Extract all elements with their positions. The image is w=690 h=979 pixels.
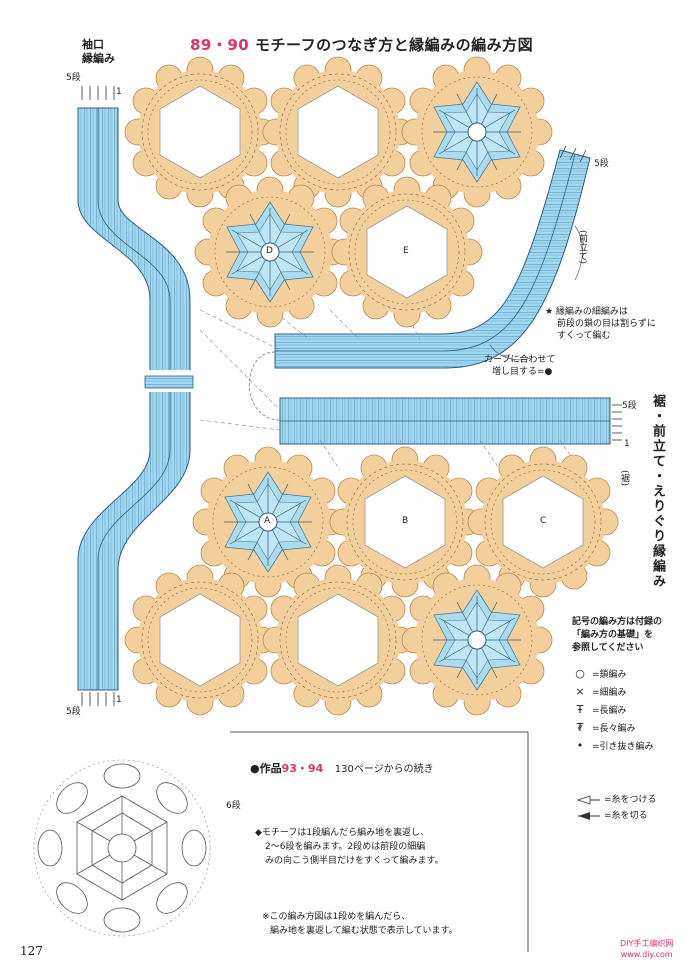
work-title-rest: 130ページからの続き — [334, 764, 434, 775]
thread-symbols — [576, 795, 600, 820]
hem-band — [248, 351, 611, 445]
watermark-line2: www.diy.com — [620, 950, 673, 959]
motif-note: ◆モチーフは1段編んだら編み地を裏返し、 2～6段を編みます。2段めは前段の細編… — [255, 826, 444, 868]
small-note: ※この編み方図は1段めを編んだら、 編み地を裏返して編む状態で表示しています。 — [262, 910, 458, 938]
motif-note-line1: ◆モチーフは1段編んだら編み地を裏返し、 — [255, 828, 430, 838]
small-note-line2: 編み地を裏返して編む状態で表示しています。 — [270, 926, 458, 936]
note-star-line1: ★ 縁編みの細編みは — [545, 307, 628, 317]
legend-thread-cut: =糸を切る — [604, 811, 648, 821]
motif-row-bottom — [124, 564, 553, 716]
work-title-numbers: 93・94 — [281, 762, 324, 775]
legend-item-chain: ○ =鎖編み — [572, 664, 654, 682]
legend-label-slip: =引き抜き編み — [592, 741, 654, 752]
motif-note-line3: みの向こう側半目だけをすくって編みます。 — [265, 856, 444, 866]
page-number: 127 — [20, 944, 43, 958]
slip-stitch-icon: • — [576, 738, 584, 752]
row-mark-right: 5段 — [622, 401, 637, 411]
watermark: DIY手工编织网 www.diy.com — [620, 938, 673, 960]
diagram-title: 89・90 モチーフのつなぎ方と縁編みの編み方図 — [190, 34, 533, 55]
title-text: モチーフのつなぎ方と縁編みの編み方図 — [254, 36, 534, 54]
legend-label-single: =細編み — [592, 687, 627, 698]
note-curve: カーブに合わせて 増し目する=● — [484, 354, 555, 378]
row-mark-bottom-left-1: 1 — [116, 695, 122, 705]
legend-label-treble: =長々編み — [592, 723, 636, 734]
legend-intro: 記号の編み方は付録の 「編み方の基礎」を 参照してください — [572, 616, 662, 655]
single-crochet-icon: × — [575, 684, 585, 698]
legend-item-treble: ₮ =長々編み — [572, 718, 654, 736]
motif-note-line2: 2～6段を編みます。2段めは前段の細編 — [265, 842, 426, 852]
legend-item-slip: • =引き抜き編み — [572, 736, 654, 754]
motif-label-e: E — [403, 246, 409, 256]
row-mark-top-left-1: 1 — [116, 87, 122, 97]
sleeve-label-line2: 縁編み — [82, 52, 115, 65]
legend-thread-on: =糸をつける — [604, 795, 657, 805]
watermark-line1: DIY手工编织网 — [620, 939, 674, 948]
legend-item-double: Ŧ =長編み — [572, 700, 654, 718]
sleeve-label: 袖口 縁編み — [82, 38, 115, 66]
small-motif-row-mark: 6段 — [226, 801, 241, 811]
legend-label-chain: =鎖編み — [592, 669, 627, 680]
row-mark-top-right: 5段 — [594, 159, 609, 169]
row-arrows — [81, 86, 622, 706]
hem-small-label: (裾) — [619, 470, 629, 487]
legend-item-single: × =細編み — [572, 682, 654, 700]
note-curve-line2: 増し目する=● — [492, 367, 553, 377]
small-note-line1: ※この編み方図は1段めを編んだら、 — [262, 912, 411, 922]
work-title-bullet: ●作品 — [250, 762, 282, 775]
row-mark-right-1: 1 — [624, 439, 630, 449]
motif-label-c: C — [540, 516, 547, 526]
small-motif-diagram — [33, 759, 211, 937]
sleeve-band — [77, 107, 194, 691]
legend-intro-line2: 「編み方の基礎」を — [572, 630, 654, 640]
note-curve-line1: カーブに合わせて — [484, 355, 556, 365]
treble-crochet-icon: ₮ — [576, 720, 584, 734]
row-mark-bottom-left: 5段 — [66, 707, 81, 717]
front-small-label: (前立て) — [577, 230, 587, 265]
front-band-upper — [274, 149, 591, 369]
row-mark-top-left: 5段 — [66, 73, 81, 83]
note-star: ★ 縁編みの細編みは 前段の鎖の目は割らずに すくって編む — [545, 306, 656, 342]
edging-vertical-label: 裾・前立て・えりぐり縁編み — [650, 394, 665, 589]
sleeve-label-line1: 袖口 — [82, 38, 104, 51]
motif-label-d: D — [266, 246, 273, 256]
legend-intro-line1: 記号の編み方は付録の — [572, 617, 663, 627]
motif-label-b: B — [402, 516, 409, 526]
motif-label-a: A — [264, 516, 271, 526]
legend-intro-line3: 参照してください — [572, 643, 644, 653]
legend-label-double: =長編み — [592, 705, 627, 716]
motif-row-top — [124, 56, 553, 208]
note-star-line2: 前段の鎖の目は割らずに — [557, 319, 656, 329]
work-title: ●作品93・94 130ページからの続き — [250, 760, 434, 776]
chain-icon: ○ — [575, 666, 585, 680]
double-crochet-icon: Ŧ — [576, 702, 584, 716]
note-star-line3: すくって編む — [557, 331, 611, 341]
title-numbers: 89・90 — [190, 36, 250, 54]
legend-list: ○ =鎖編み × =細編み Ŧ =長編み ₮ =長々編み • =引き抜き編み — [572, 664, 654, 754]
